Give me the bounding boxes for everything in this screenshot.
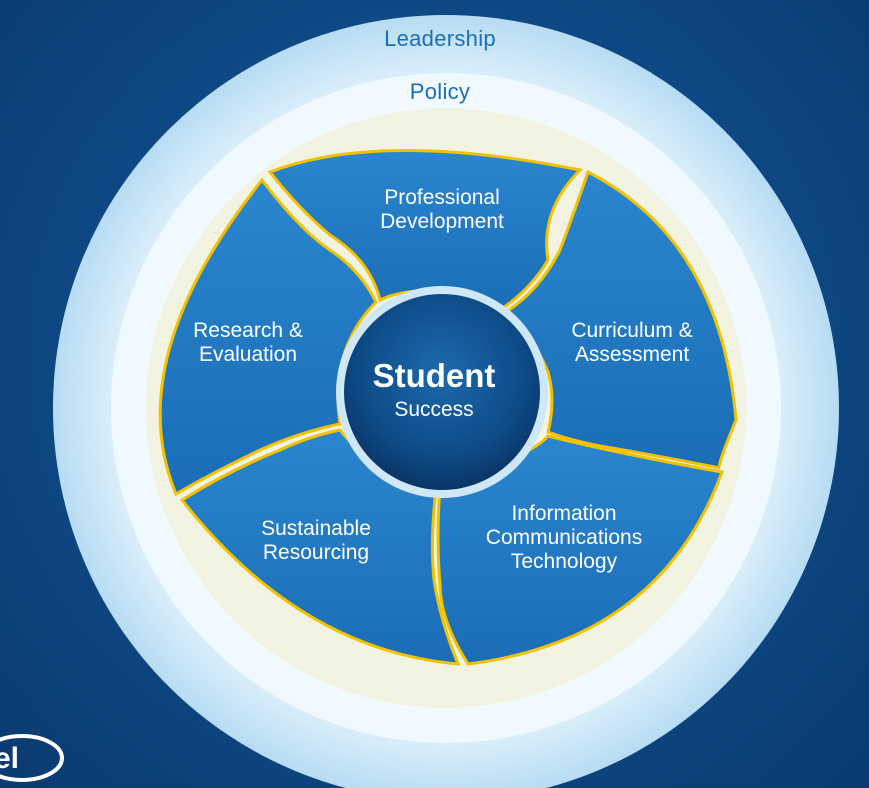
segment-information-communications-technology <box>436 434 725 666</box>
segment-research-evaluation <box>158 177 378 497</box>
segment-label-line: Evaluation <box>198 343 298 366</box>
segment-label-line: Resourcing <box>262 541 370 564</box>
segment-label-line: Development <box>380 210 504 233</box>
policy-label: Policy <box>409 79 471 104</box>
center-subtitle: Success <box>394 398 474 421</box>
segment-curriculum-assessment <box>503 169 738 470</box>
segment-label-information-communications-technology: Information Communications Technology <box>454 502 674 574</box>
segment-sustainable-resourcing <box>179 428 461 666</box>
segment-label-line: Sustainable <box>261 517 371 540</box>
segment-label-professional-development: Professional Development <box>332 186 552 234</box>
logo-swoosh <box>0 734 64 782</box>
segment-label-line: Communications <box>485 526 643 549</box>
segment-label-research-evaluation: Research & Evaluation <box>138 319 358 367</box>
leadership-label: Leadership <box>384 26 496 51</box>
segment-label-line: Assessment <box>574 343 690 366</box>
segment-label-curriculum-assessment: Curriculum & Assessment <box>522 319 742 367</box>
center-circle <box>344 294 540 490</box>
logo-text: el <box>0 742 20 775</box>
segment-label-line: Professional <box>384 186 500 209</box>
segment-label-line: Curriculum & <box>571 319 693 342</box>
center-title: Student <box>372 357 496 394</box>
segment-label-line: Technology <box>510 550 618 573</box>
segment-label-line: Research & <box>193 319 303 342</box>
segment-label-sustainable-resourcing: Sustainable Resourcing <box>206 517 426 565</box>
segment-label-line: Information <box>511 502 617 525</box>
